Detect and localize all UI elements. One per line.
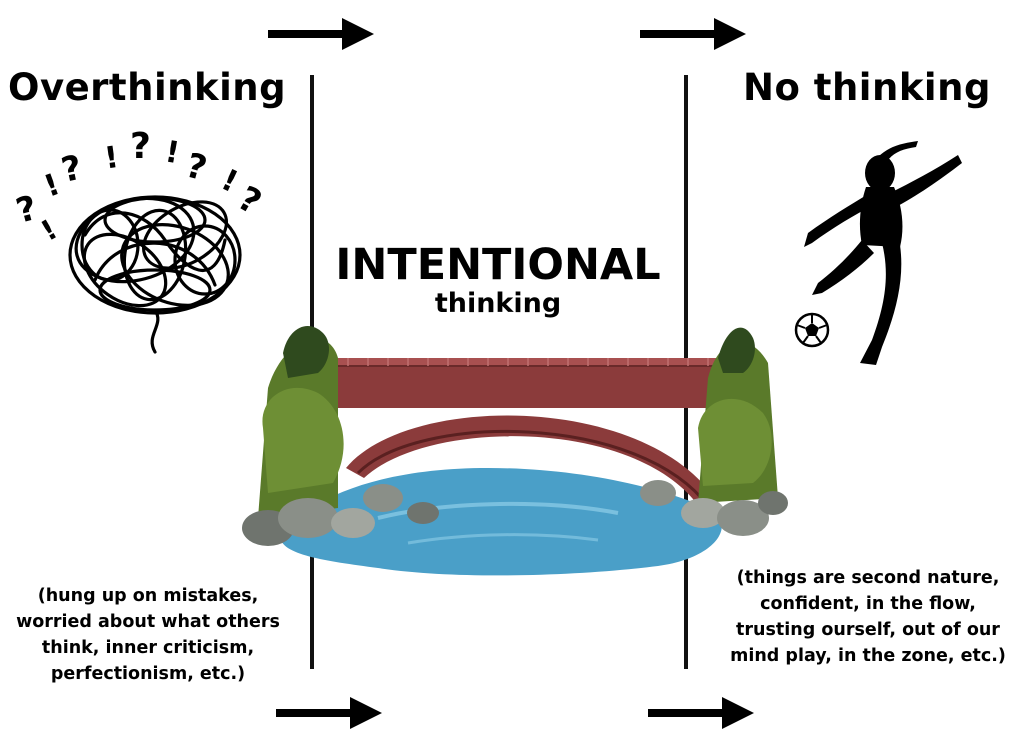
no-thinking-desc-line: confident, in the flow, (760, 594, 976, 614)
svg-text:!: ! (102, 140, 120, 177)
intentional-title: INTENTIONAL (335, 240, 661, 290)
soccer-player-silhouette-icon (794, 141, 962, 365)
bridge-over-river-illustration (242, 325, 788, 576)
svg-text:!: ! (40, 167, 65, 205)
arrow-bottom-right-icon (648, 697, 754, 729)
tangled-thoughts-icon: ? ! ? ! ? ! ? ! ? ! (12, 126, 268, 354)
arrow-bottom-left-icon (276, 697, 382, 729)
thinking-subtitle: thinking (434, 288, 562, 319)
overthinking-heading: Overthinking (8, 66, 287, 109)
no-thinking-desc-line: trusting ourself, out of our (736, 620, 1000, 640)
svg-text:!: ! (35, 213, 63, 248)
svg-text:?: ? (130, 126, 151, 167)
overthinking-description: (hung up on mistakes, worried about what… (2, 583, 294, 687)
svg-text:?: ? (58, 148, 86, 191)
arrow-top-right-icon (640, 18, 746, 50)
svg-text:!: ! (216, 162, 243, 200)
no-thinking-description: (things are second nature, confident, in… (716, 565, 1020, 669)
overthinking-desc-line: (hung up on mistakes, (37, 586, 259, 606)
arrow-top-left-icon (268, 18, 374, 50)
overthinking-desc-line: think, inner criticism, (41, 638, 255, 658)
svg-text:?: ? (12, 188, 41, 232)
no-thinking-desc-line: mind play, in the zone, etc.) (730, 646, 1006, 666)
no-thinking-heading: No thinking (743, 66, 991, 109)
svg-text:?: ? (231, 179, 268, 224)
svg-text:!: ! (162, 134, 182, 171)
no-thinking-desc-line: (things are second nature, (736, 568, 1000, 588)
overthinking-desc-line: worried about what others (16, 612, 280, 632)
overthinking-desc-line: perfectionism, etc.) (50, 664, 246, 684)
svg-text:?: ? (182, 146, 211, 190)
